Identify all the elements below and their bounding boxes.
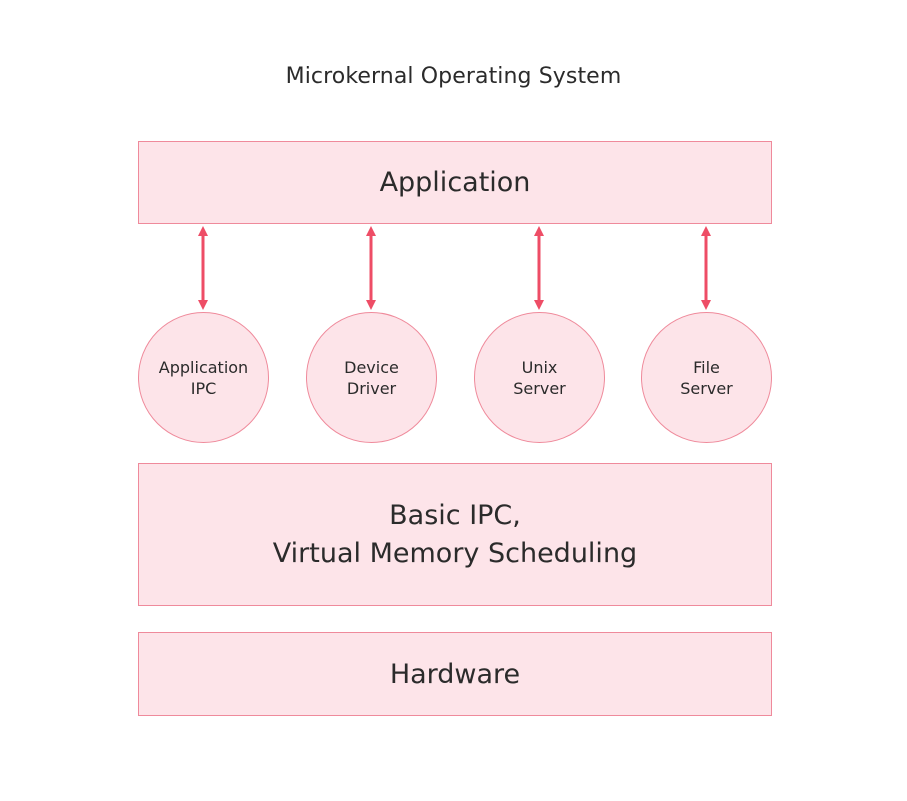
- kernel-layer: Basic IPC, Virtual Memory Scheduling: [138, 463, 772, 606]
- hardware-layer-label: Hardware: [389, 658, 521, 690]
- kernel-layer-line1: Basic IPC,: [389, 499, 521, 531]
- server-label-line1: Unix: [521, 357, 558, 377]
- hardware-layer: Hardware: [138, 632, 772, 716]
- server-label-line1: File: [693, 357, 720, 377]
- application-layer-label: Application: [379, 167, 531, 198]
- server-file-server: File Server: [641, 312, 772, 443]
- server-label-line1: Device: [344, 357, 399, 377]
- server-application-ipc: Application IPC: [138, 312, 269, 443]
- application-layer: Application: [138, 141, 772, 224]
- server-label-line1: Application: [158, 357, 249, 377]
- server-label-line2: Server: [513, 378, 566, 398]
- server-unix-server: Unix Server: [474, 312, 605, 443]
- server-label-line2: IPC: [190, 378, 217, 398]
- server-label-line2: Server: [680, 378, 733, 398]
- server-label-line2: Driver: [346, 378, 397, 398]
- kernel-layer-line2: Virtual Memory Scheduling: [272, 537, 638, 569]
- server-device-driver: Device Driver: [306, 312, 437, 443]
- diagram-title: Microkernal Operating System: [285, 64, 622, 89]
